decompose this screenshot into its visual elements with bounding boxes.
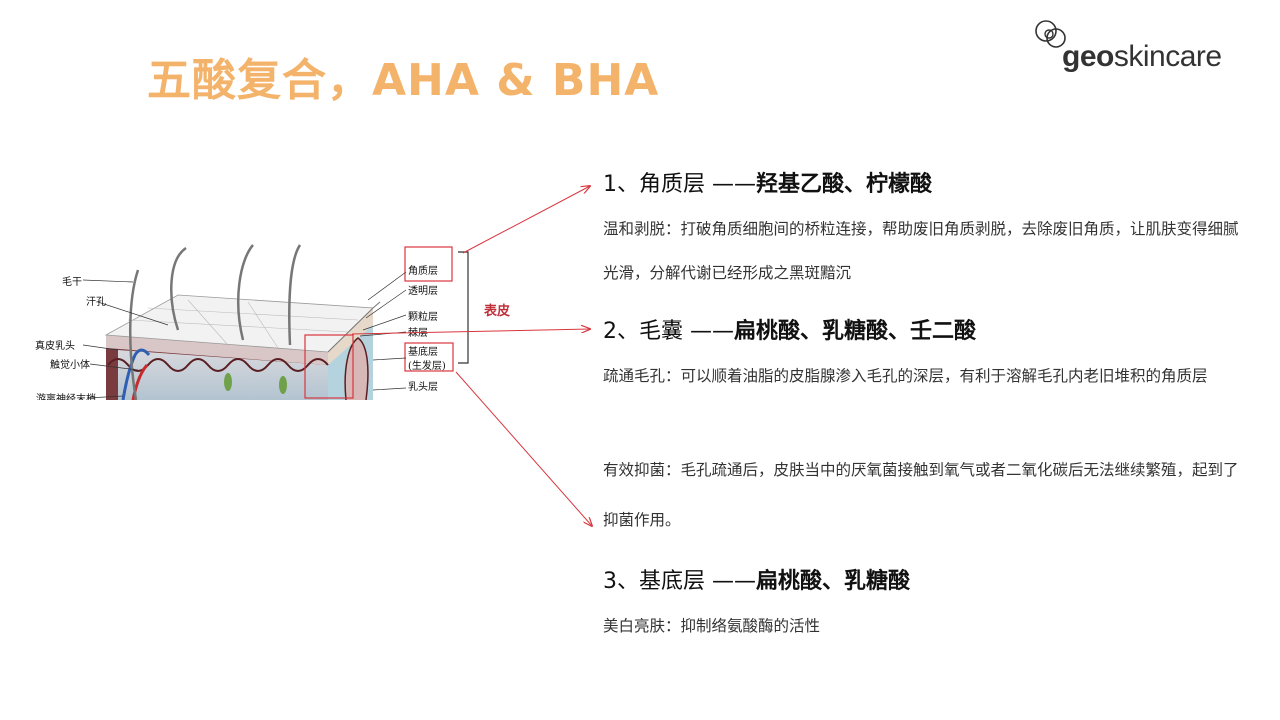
label-stratum-spinosum: 棘层 [408,327,428,339]
logo-mark-icon [1035,20,1066,48]
label-dermal-papilla: 真皮乳头 [35,339,75,352]
label-papillary-layer: 乳头层 [408,380,438,393]
skin-structure-diagram: 毛干 汗孔 真皮乳头 触觉小体 游离神经末梢 角质层 透明层 颗粒层 棘层 基底… [28,240,523,400]
label-stratum-granulosum: 颗粒层 [408,310,438,323]
label-hair-shaft: 毛干 [62,276,82,288]
label-germinative-layer: (生发层) [408,359,446,372]
section-2-paragraph-1: 疏通毛孔：可以顺着油脂的皮脂腺渗入毛孔的深层，有利于溶解毛孔内老旧堆积的角质层 [603,367,1208,385]
logo-wordmark: geoskincare [1062,40,1222,73]
section-1-paragraph: 温和剥脱：打破角质细胞间的桥粒连接，帮助废旧角质剥脱，去除废旧角质，让肌肤变得细… [603,220,1239,282]
geoskincare-logo: geoskincare [1034,18,1244,74]
section-2-heading: 2、毛囊 ——扁桃酸、乳糖酸、壬二酸 [603,319,977,344]
section-3-heading: 3、基底层 ——扁桃酸、乳糖酸 [603,569,911,594]
label-stratum-corneum: 角质层 [408,265,438,277]
label-epidermis: 表皮 [483,303,510,319]
section-1-heading: 1、角质层 ——羟基乙酸、柠檬酸 [603,172,933,197]
label-free-nerve-ending: 游离神经末梢 [36,392,96,400]
slide-title: 五酸复合，AHA & BHA [147,55,660,106]
section-2-paragraph-2: 有效抑菌：毛孔疏通后，皮肤当中的厌氧菌接触到氧气或者二氧化碳后无法继续繁殖，起到… [603,461,1239,529]
label-stratum-lucidum: 透明层 [408,285,438,297]
label-tactile-corpuscle: 触觉小体 [50,358,90,371]
label-sweat-pore: 汗孔 [86,295,106,308]
label-stratum-basale: 基底层 [408,345,438,358]
section-3-paragraph: 美白亮肤：抑制络氨酸酶的活性 [603,617,821,635]
